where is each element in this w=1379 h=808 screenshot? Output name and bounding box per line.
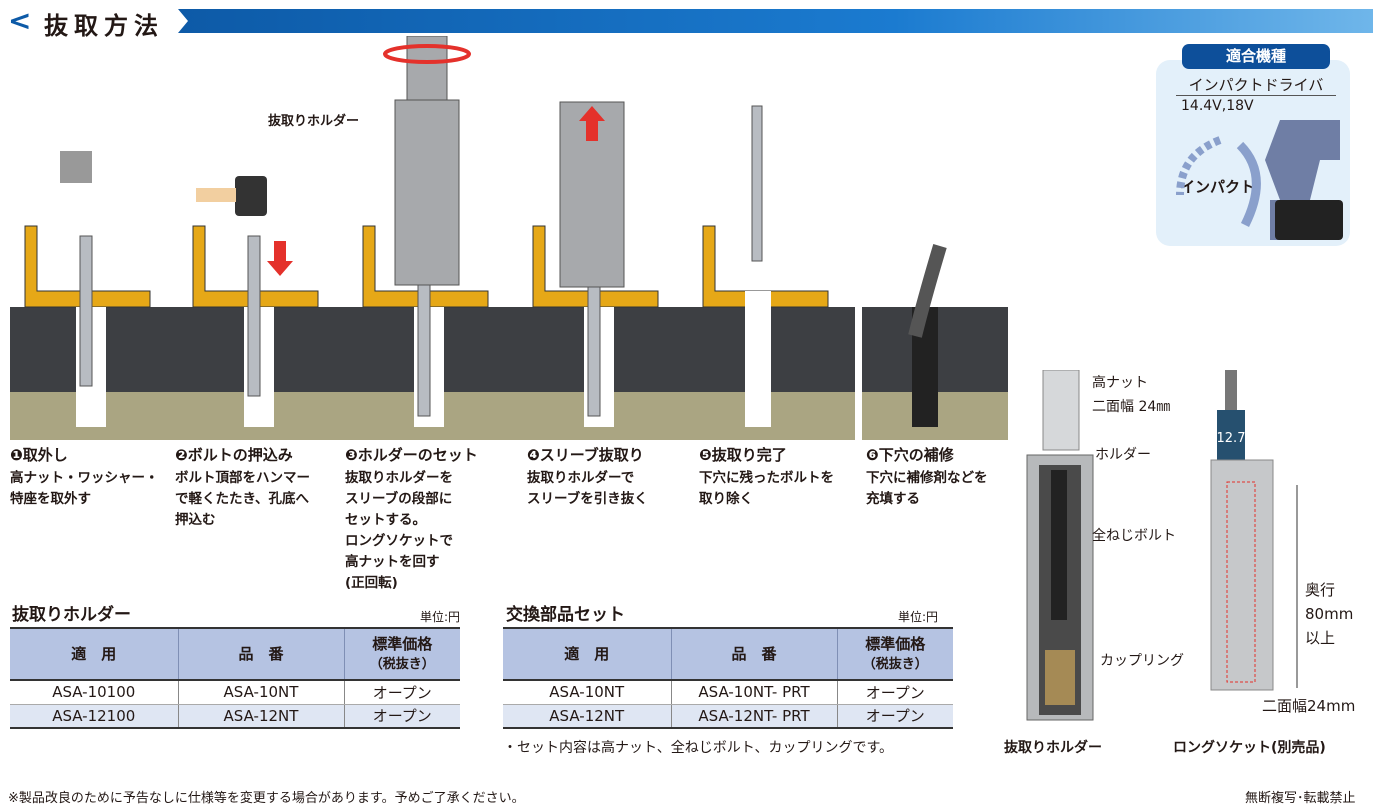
holder-label-bolt: 全ねじボルト bbox=[1092, 528, 1176, 544]
step-title-text: ボルトの押込み bbox=[187, 446, 293, 464]
holder-tools bbox=[394, 36, 625, 288]
compatible-badge: 適合機種 bbox=[1182, 44, 1330, 69]
holder-callout: 抜取りホルダー bbox=[268, 114, 360, 129]
step-line: (正回転) bbox=[345, 575, 398, 591]
step-line: で軽くたたき、孔底へ bbox=[175, 491, 310, 507]
tool-name: インパクトドライバ bbox=[1176, 74, 1336, 96]
chevron-left-icon: < bbox=[8, 4, 32, 37]
holder-label-width: 二面幅 24㎜ bbox=[1092, 399, 1171, 415]
step-title: ❷ボルトの押込み bbox=[175, 444, 293, 465]
holder-label-holder: ホルダー bbox=[1095, 447, 1151, 463]
anchors bbox=[79, 105, 763, 417]
step-title-text: 下穴の補修 bbox=[878, 446, 954, 464]
impact-label: インパクト bbox=[1180, 178, 1256, 196]
step-line: 下穴に残ったボルトを bbox=[699, 470, 834, 486]
footer-note: ※製品改良のために予告なしに仕様等を変更する場合があります。予めご了承ください。 bbox=[8, 791, 525, 806]
holder-caption: 抜取りホルダー bbox=[1004, 740, 1102, 756]
step-line: 高ナットを回す bbox=[345, 554, 440, 570]
step-line: 充填する bbox=[866, 491, 920, 507]
holder-table-unit: 単位:円 bbox=[420, 610, 461, 624]
nozzle bbox=[908, 243, 947, 338]
step-title: ❹スリーブ抜取り bbox=[527, 444, 644, 465]
step-description: 下穴に補修剤などを充填する bbox=[866, 468, 988, 510]
step-description: ボルト頂部をハンマーで軽くたたき、孔底へ押込む bbox=[175, 468, 310, 531]
holder-label-nut: 高ナット bbox=[1092, 375, 1148, 391]
step-description: 高ナット・ワッシャー・特座を取外す bbox=[10, 468, 159, 510]
step-number-icon: ❸ bbox=[345, 446, 358, 464]
up-arrow-icon bbox=[579, 106, 605, 141]
step-line: ボルト頂部をハンマー bbox=[175, 470, 310, 486]
step-title: ❶取外し bbox=[10, 444, 68, 465]
step-line: 下穴に補修剤などを bbox=[866, 470, 988, 486]
step-line: 抜取りホルダーで bbox=[527, 470, 635, 486]
step-description: 抜取りホルダーでスリーブを引き抜く bbox=[527, 468, 648, 510]
voltage: 14.4V,18V bbox=[1181, 98, 1254, 114]
step-line: セットする。 bbox=[345, 512, 426, 528]
socket-caption: ロングソケット(別売品) bbox=[1173, 740, 1326, 756]
down-arrow-icon bbox=[267, 241, 293, 276]
removal-steps-illustration bbox=[10, 36, 1008, 440]
step-line: 取り除く bbox=[699, 491, 753, 507]
step-line: ロングソケットで bbox=[345, 533, 453, 549]
header-bar bbox=[178, 9, 1373, 33]
step-title: ❸ホルダーのセット bbox=[345, 444, 478, 465]
step-title-text: スリーブ抜取り bbox=[539, 446, 644, 464]
step-number-icon: ❻ bbox=[866, 446, 879, 464]
step-number-icon: ❹ bbox=[527, 446, 540, 464]
step-line: 高ナット・ワッシャー・ bbox=[10, 470, 159, 486]
brackets bbox=[24, 225, 829, 308]
step-line: スリーブを引き抜く bbox=[527, 491, 648, 507]
step-description: 下穴に残ったボルトを取り除く bbox=[699, 468, 834, 510]
step-line: 押込む bbox=[175, 512, 216, 528]
high-nut bbox=[60, 151, 92, 183]
step-title-text: ホルダーのセット bbox=[357, 446, 478, 464]
svg-text:12.7: 12.7 bbox=[1217, 431, 1246, 446]
step-title: ❻下穴の補修 bbox=[866, 444, 954, 465]
holder-label-coupling: カップリング bbox=[1100, 653, 1184, 669]
parts-table-unit: 単位:円 bbox=[898, 610, 939, 624]
impact-driver-icon bbox=[1176, 120, 1343, 240]
ground bbox=[10, 307, 1008, 440]
step-description: 抜取りホルダーをスリーブの段部にセットする。ロングソケットで高ナットを回す (正回… bbox=[345, 468, 453, 594]
step-number-icon: ❺ bbox=[699, 446, 712, 464]
step-title-text: 抜取り完了 bbox=[711, 446, 787, 464]
holder-table-title: 抜取りホルダー bbox=[12, 605, 131, 625]
section-title: 抜取方法 bbox=[44, 12, 164, 40]
step-title-text: 取外し bbox=[22, 446, 68, 464]
rotate-arrow-icon bbox=[383, 44, 471, 64]
parts-table-title: 交換部品セット bbox=[506, 605, 625, 625]
step-line: 特座を取外す bbox=[10, 491, 91, 507]
step-number-icon: ❶ bbox=[10, 446, 23, 464]
copyright: 無断複写･転載禁止 bbox=[1245, 791, 1356, 806]
step-line: スリーブの段部に bbox=[345, 491, 453, 507]
step-line: 抜取りホルダーを bbox=[345, 470, 453, 486]
parts-note: ・セット内容は高ナット、全ねじボルト、カップリングです。 bbox=[503, 740, 894, 756]
product-photos: 12.7 bbox=[1026, 370, 1298, 721]
step-title: ❺抜取り完了 bbox=[699, 444, 787, 465]
hammer-icon bbox=[235, 176, 267, 216]
socket-width: 二面幅24mm bbox=[1262, 697, 1356, 715]
step-number-icon: ❷ bbox=[175, 446, 188, 464]
